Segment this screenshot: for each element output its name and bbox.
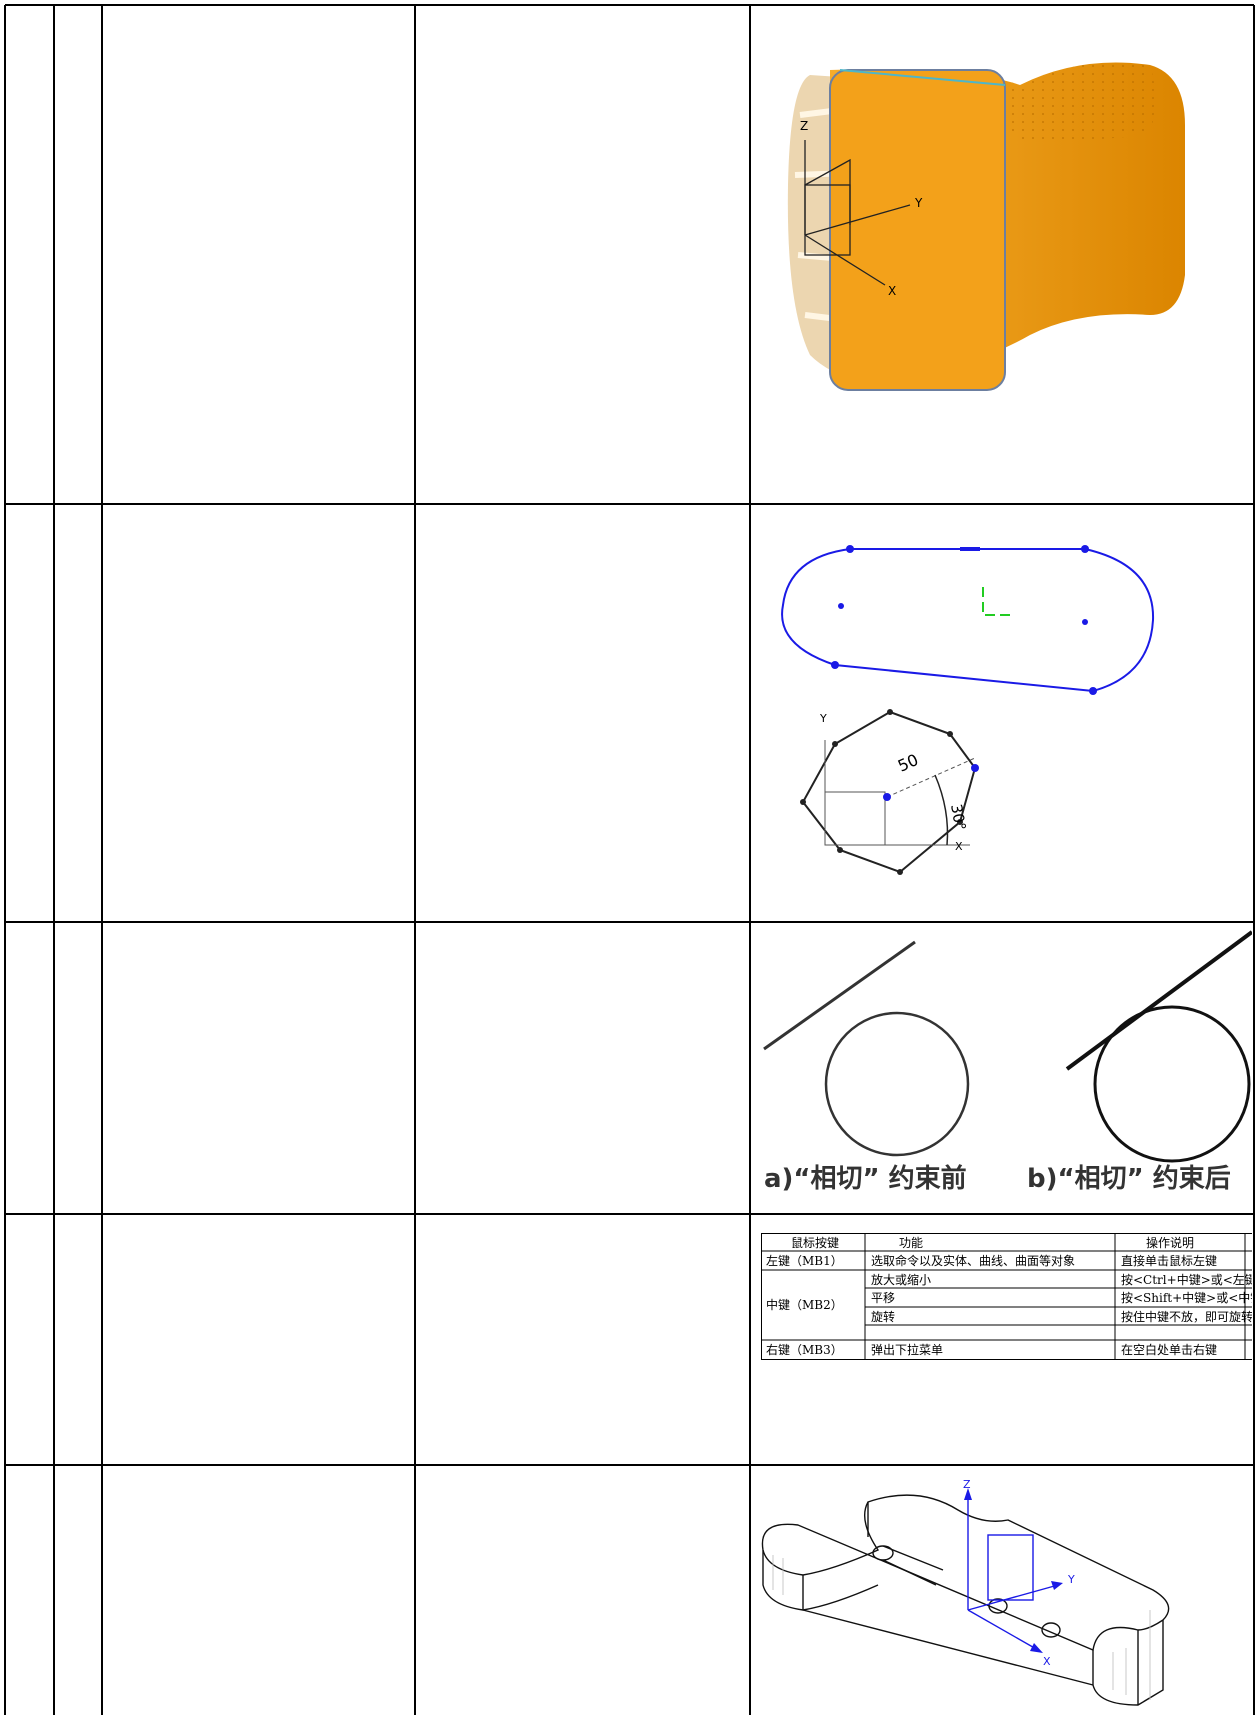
- table-cell: 选取命令以及实体、曲线、曲面等对象: [871, 1253, 1075, 1268]
- table-cell: 右键（MB3）: [766, 1342, 843, 1357]
- table-cell: 放大或缩小: [871, 1272, 931, 1287]
- mouse-button-table: 鼠标按键 功能 操作说明 左键（MB1） 选取命令以及实体、曲线、曲面等对象 直…: [761, 1233, 1252, 1360]
- angle-label: 30°: [947, 803, 969, 832]
- table-cell: 左键（MB1）: [766, 1253, 843, 1268]
- axis-x-label: X: [1043, 1655, 1051, 1668]
- axis-z-label: Z: [800, 119, 808, 133]
- table-cell: 在空白处单击右键: [1121, 1342, 1217, 1357]
- table-cell: 按住中键不放，即可旋转: [1121, 1309, 1252, 1324]
- sketch-constraint-figures: 50 30° Y X: [781, 545, 1155, 875]
- axis-y-label: Y: [914, 196, 923, 210]
- table-header-operation: 操作说明: [1146, 1235, 1194, 1250]
- tangent-constraint-comparison: a)“相切” 约束前 b)“相切” 约束后: [763, 930, 1252, 1194]
- axis-z-label: Z: [963, 1480, 971, 1491]
- 3d-wireframe-link-part: Z Y X: [761, 1480, 1170, 1706]
- table-cell: 中键（MB2）: [766, 1297, 843, 1312]
- table-cell: 平移: [871, 1291, 895, 1305]
- axis-y-label: Y: [1067, 1573, 1075, 1586]
- axis-x-label: X: [955, 840, 963, 853]
- table-cell: 旋转: [871, 1309, 895, 1324]
- 3d-solid-part-with-coordinate-axes: Z Y X: [787, 62, 1185, 391]
- axis-y-label: Y: [819, 712, 827, 725]
- table-header-function: 功能: [899, 1236, 923, 1250]
- table-cell: 按<Shift+中键>或<中键+: [1121, 1290, 1252, 1305]
- caption-b: b)“相切” 约束后: [1027, 1163, 1231, 1194]
- table-header-button: 鼠标按键: [791, 1236, 839, 1250]
- table-cell: 弹出下拉菜单: [871, 1342, 943, 1357]
- table-cell: 按<Ctrl+中键>或<左键+: [1121, 1272, 1252, 1287]
- caption-a: a)“相切” 约束前: [764, 1163, 967, 1194]
- table-cell: 直接单击鼠标左键: [1121, 1253, 1217, 1268]
- dimension-label: 50: [895, 750, 921, 776]
- axis-x-label: X: [888, 284, 896, 298]
